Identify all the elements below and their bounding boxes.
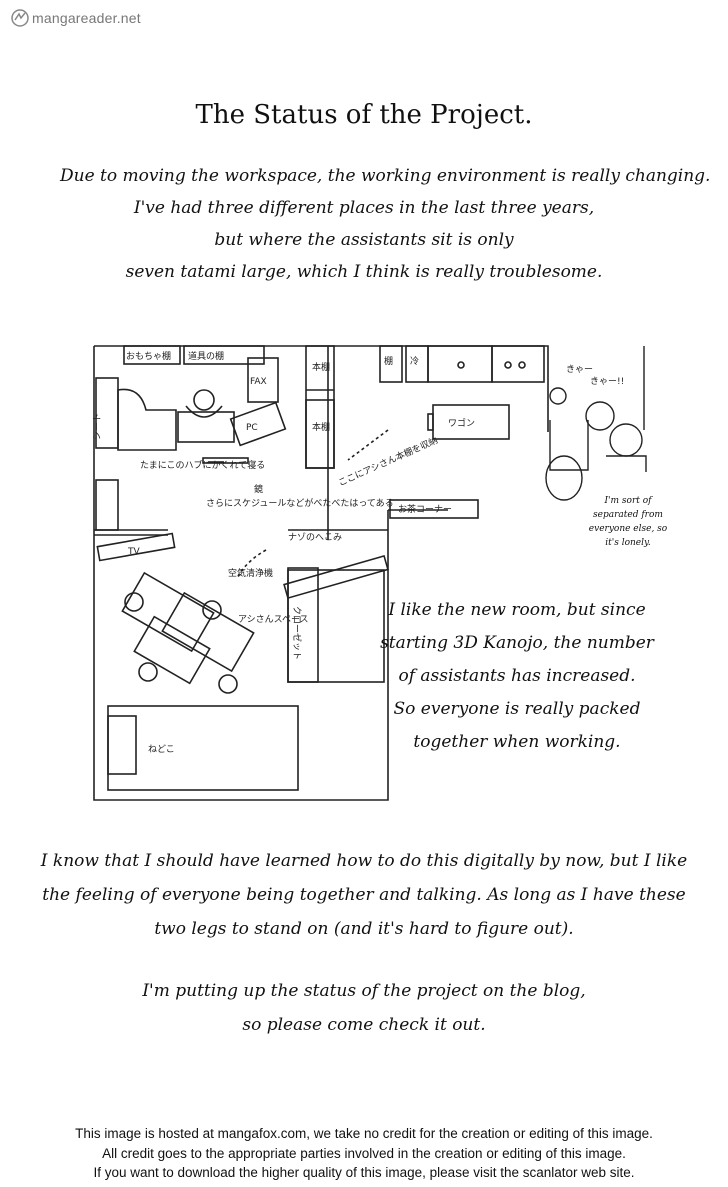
blog-line: I'm putting up the status of the project…: [142, 981, 586, 1001]
blog-paragraph: I'm putting up the status of the project…: [40, 974, 688, 1042]
watermark-logo-icon: [11, 9, 29, 27]
plan-label-bookshelf-1: 本棚: [312, 361, 330, 373]
intro-line: I've had three different places in the l…: [133, 198, 595, 218]
plan-note-assist: ここにアシさん本棚を収納: [336, 434, 439, 489]
plan-label-kya-2: きゃー!!: [590, 376, 624, 387]
footer-line: This image is hosted at mangafox.com, we…: [75, 1126, 653, 1141]
right-paragraph: I like the new room, but since starting …: [372, 594, 662, 759]
page-title: The Status of the Project.: [195, 100, 533, 130]
intro-line: Due to moving the workspace, the working…: [60, 166, 711, 186]
plan-note-mystery: ナゾのへこみ: [288, 532, 342, 543]
right-line: I like the new room, but since: [388, 600, 646, 620]
footer-line: If you want to download the higher quali…: [93, 1165, 635, 1180]
plan-note-schedule: さらにスケジュールなどがべたべたはってある: [206, 497, 394, 509]
blog-line: so please come check it out.: [242, 1015, 486, 1035]
plan-label-fridge: 冷: [410, 355, 419, 367]
plan-label-bed: ねどこ: [148, 744, 175, 755]
plan-label-toy-shelf: おもちゃ棚: [126, 350, 171, 362]
watermark: mangareader.net: [10, 6, 180, 30]
plan-label-mirror: 鏡: [254, 483, 263, 495]
bottom-line: I know that I should have learned how to…: [40, 851, 688, 871]
plan-label-closet: クローゼット: [291, 606, 303, 660]
right-line: of assistants has increased.: [398, 666, 636, 686]
plan-label-bookshelf-2: 本棚: [312, 421, 330, 433]
side-note: I'm sort of separated from everyone else…: [588, 494, 668, 550]
hosting-footer: This image is hosted at mangafox.com, we…: [0, 1124, 728, 1183]
plan-label-shelf: 棚: [384, 355, 393, 367]
plan-label-air-purifier: 空気清浄機: [228, 567, 273, 579]
plan-label-assistant-space: アシさんスペース: [238, 614, 309, 625]
plan-label-tool-shelf: 道具の棚: [188, 350, 224, 362]
side-note-line: I'm sort of: [604, 496, 652, 506]
bottom-line: the feeling of everyone being together a…: [42, 885, 686, 905]
side-note-line: separated from: [593, 510, 663, 520]
bottom-line: two legs to stand on (and it's hard to f…: [154, 919, 574, 939]
bottom-paragraph: I know that I should have learned how to…: [40, 844, 688, 946]
side-note-line: it's lonely.: [605, 538, 651, 548]
intro-line: but where the assistants sit is only: [214, 230, 514, 250]
plan-label-fax: FAX: [250, 377, 267, 387]
side-note-line: everyone else, so: [588, 524, 668, 534]
plan-label-tea-corner: お茶コーナー: [398, 503, 452, 515]
right-line: together when working.: [413, 732, 621, 752]
plan-label-sheet: シート: [93, 413, 103, 440]
watermark-text: mangareader.net: [32, 10, 141, 26]
floor-plan-drawing: おもちゃ棚 道具の棚 FAX PC 本棚 本棚 棚 冷 ワゴン お茶コーナー T…: [93, 345, 647, 801]
right-line: starting 3D Kanojo, the number: [380, 633, 654, 653]
plan-label-tv: TV: [127, 547, 140, 557]
plan-note-hide: たまにこのハブにかくれて寝る: [140, 459, 265, 471]
plan-label-wagon: ワゴン: [448, 417, 475, 429]
intro-paragraph: Due to moving the workspace, the working…: [60, 160, 711, 288]
plan-label-kya: きゃー: [566, 364, 593, 375]
right-line: So everyone is really packed: [393, 699, 641, 719]
intro-line: seven tatami large, which I think is rea…: [125, 262, 603, 282]
plan-label-pc: PC: [246, 423, 258, 433]
footer-line: All credit goes to the appropriate parti…: [102, 1145, 626, 1161]
